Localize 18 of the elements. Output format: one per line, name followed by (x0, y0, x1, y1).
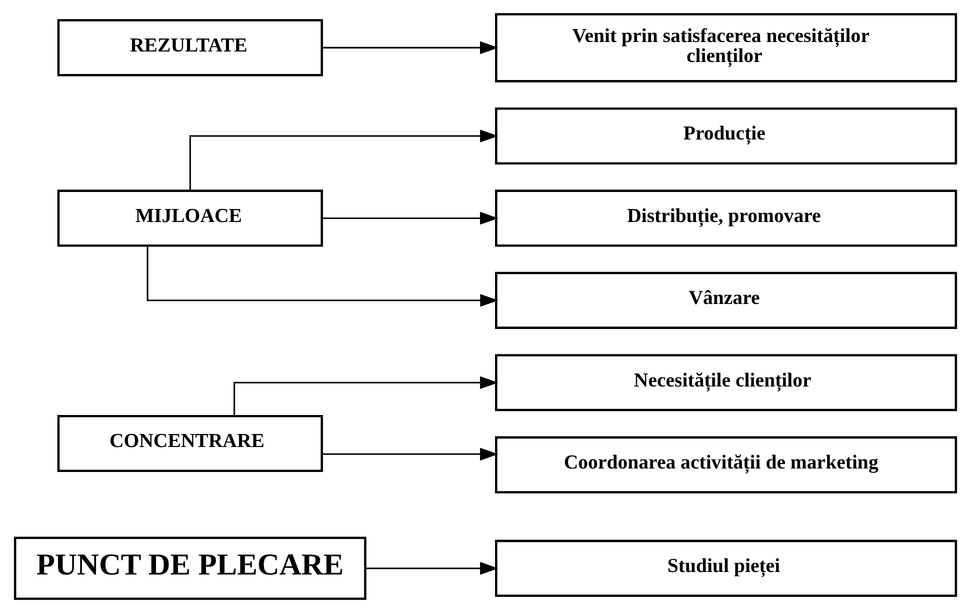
arrow (322, 448, 498, 461)
node-box: REZULTATE (57, 19, 323, 76)
arrow (322, 212, 498, 225)
arrow (366, 562, 498, 575)
node-box: CONCENTRARE (57, 414, 323, 472)
node-box: Producție (495, 107, 958, 165)
node-box: Venit prin satisfacerea necesităților clienților (495, 13, 958, 82)
node-box: Studiul pieței (495, 540, 958, 597)
node-box: Coordonarea activității de marketing (495, 436, 958, 494)
node-box: Vânzare (495, 272, 958, 329)
node-box: Distribuție, promovare (495, 190, 958, 247)
arrow (146, 246, 498, 307)
node-box: PUNCT DE PLECARE (14, 536, 366, 600)
arrow (234, 376, 498, 416)
node-box: MIJLOACE (57, 190, 323, 247)
arrow (189, 130, 498, 190)
arrow (322, 41, 498, 54)
node-box: Necesitățile clienților (495, 354, 958, 412)
